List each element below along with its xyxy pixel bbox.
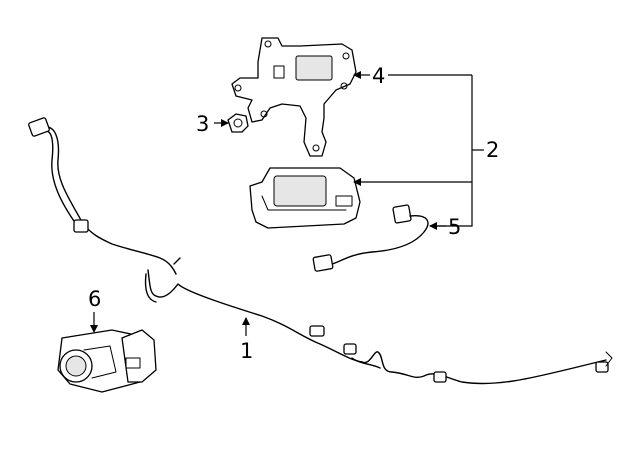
main-wire-harness [28, 117, 613, 385]
callout-6: 6 [88, 287, 101, 311]
callout-5: 5 [448, 215, 461, 239]
nut [227, 113, 249, 133]
callout-2: 2 [486, 138, 499, 162]
mounting-bracket [231, 37, 357, 157]
sensor-harness [312, 204, 429, 272]
parking-sensor [57, 329, 157, 393]
callout-3: 3 [196, 112, 209, 136]
callout-1: 1 [240, 339, 253, 363]
callout-4: 4 [372, 64, 385, 88]
control-module [249, 167, 361, 229]
callout-2-bracket [430, 75, 484, 227]
